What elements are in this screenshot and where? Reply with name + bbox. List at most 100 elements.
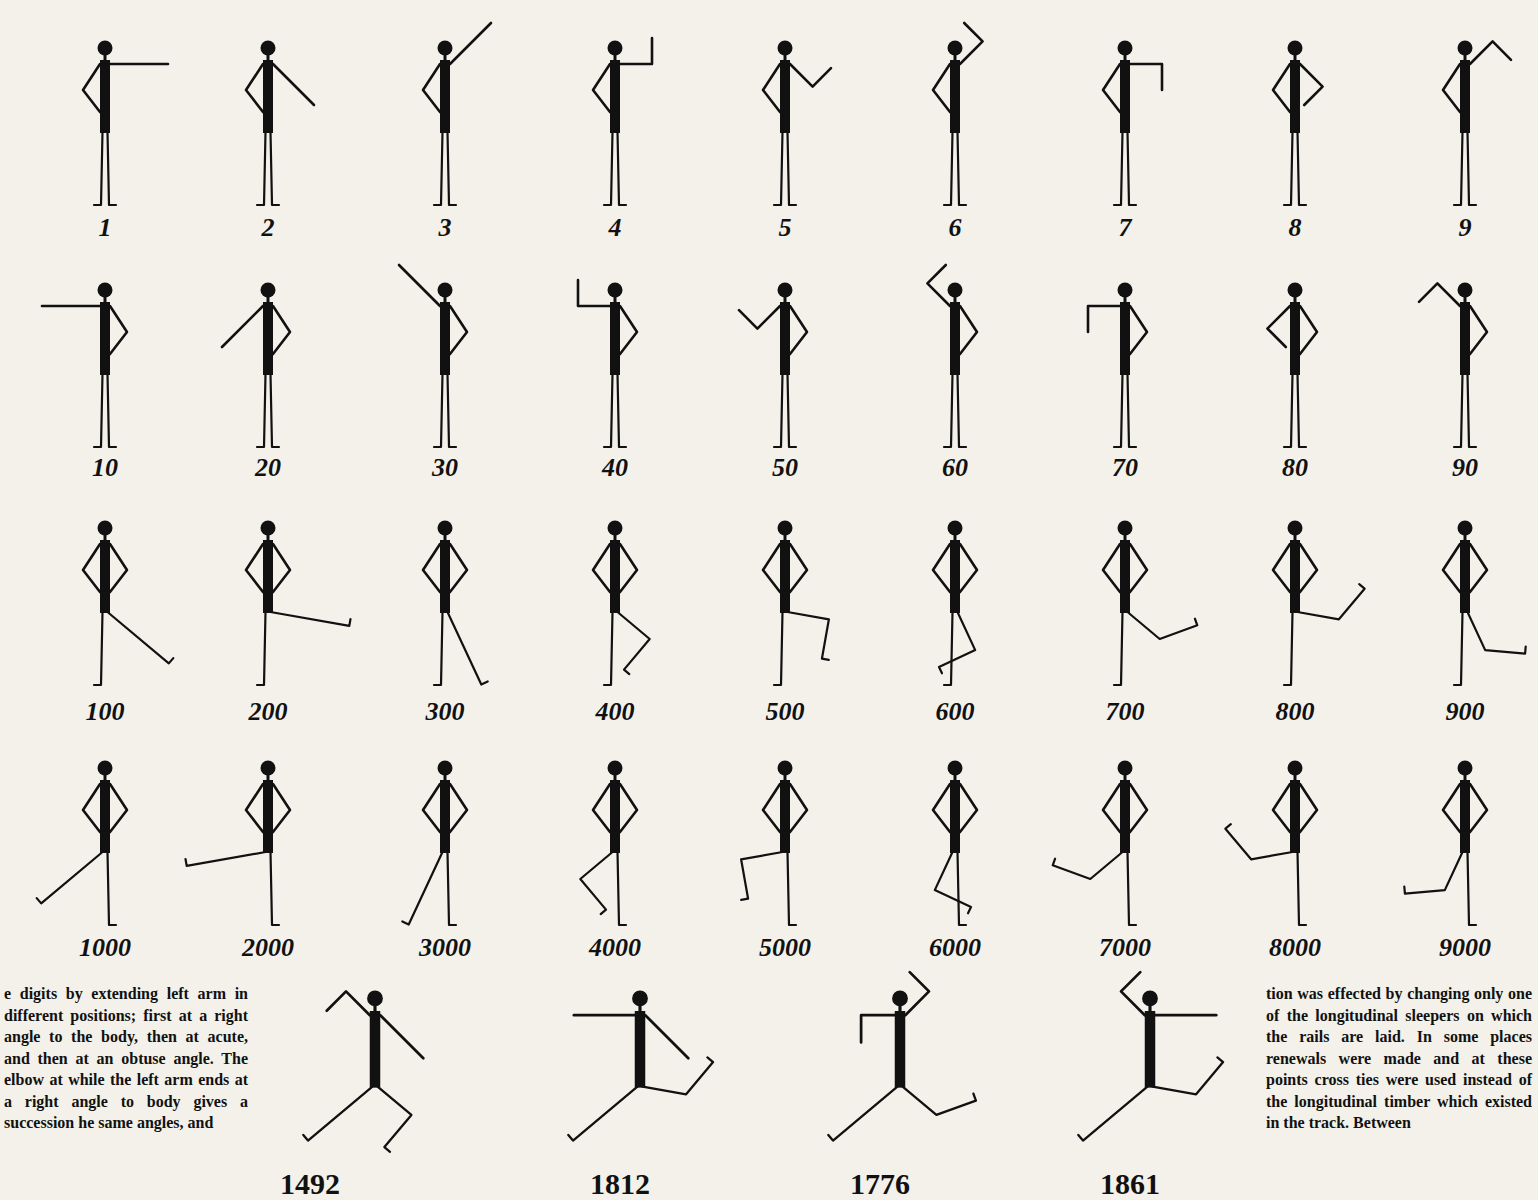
numeral-label: 80 (1282, 455, 1308, 481)
standing-leg (788, 132, 797, 205)
stick-figure (399, 265, 467, 447)
akimbo-arm (423, 544, 440, 592)
standing-leg (1114, 374, 1123, 447)
figure-head (778, 761, 793, 776)
standing-leg (271, 374, 280, 447)
signal-leg (1153, 1057, 1224, 1094)
figure-torso (1460, 780, 1470, 853)
figure-head (261, 521, 276, 536)
standing-leg (1468, 852, 1477, 925)
standing-leg (1468, 374, 1477, 447)
signal-leg (903, 1087, 976, 1115)
numeral-label: 8 (1289, 215, 1302, 241)
akimbo-arm (110, 306, 127, 354)
signal-arm (960, 23, 983, 64)
akimbo-arm (110, 784, 127, 832)
signal-arm (380, 1015, 423, 1058)
signal-leg (402, 852, 442, 925)
numeral-label: 1861 (1100, 1169, 1160, 1199)
standing-leg (1298, 374, 1307, 447)
standing-leg (1454, 374, 1463, 447)
numeral-label: 5 (779, 215, 792, 241)
akimbo-arm (246, 544, 263, 592)
akimbo-arm (1103, 784, 1120, 832)
stick-figure (1404, 761, 1487, 926)
standing-leg (94, 132, 103, 205)
standing-leg (108, 374, 117, 447)
figure-torso (780, 60, 790, 133)
numeral-label: 2 (262, 215, 275, 241)
signal-arm (1121, 972, 1145, 1015)
figure-head (261, 41, 276, 56)
numeral-label: 400 (596, 699, 635, 725)
numeral-label: 30 (432, 455, 458, 481)
standing-leg (1454, 132, 1463, 205)
standing-leg (604, 132, 613, 205)
akimbo-arm (593, 784, 610, 832)
standing-leg (1468, 132, 1477, 205)
akimbo-arm (273, 544, 290, 592)
standing-leg (788, 852, 797, 925)
figure-head (948, 521, 963, 536)
signal-arm (273, 64, 314, 105)
stick-figure (246, 41, 314, 206)
numeral-label: 100 (86, 699, 125, 725)
figure-torso (1120, 540, 1130, 613)
akimbo-arm (1300, 784, 1317, 832)
stick-figure (927, 265, 977, 447)
standing-leg (271, 852, 280, 925)
akimbo-arm (933, 784, 950, 832)
stick-figure (423, 521, 488, 686)
numeral-label: 4 (609, 215, 622, 241)
stick-figure (828, 972, 976, 1141)
signal-leg (788, 612, 829, 660)
standing-leg (944, 374, 953, 447)
signal-arm (1088, 306, 1120, 332)
numeral-label: 2000 (242, 935, 294, 961)
akimbo-arm (1443, 544, 1460, 592)
figure-head (438, 41, 453, 56)
figure-torso (263, 780, 273, 853)
signal-leg (37, 852, 103, 903)
signal-leg (580, 852, 612, 914)
signal-arm (42, 305, 100, 308)
akimbo-arm (933, 544, 950, 592)
akimbo-arm (620, 544, 637, 592)
akimbo-arm (273, 306, 290, 354)
signal-leg (618, 612, 650, 674)
standing-leg (604, 374, 613, 447)
figure-torso (263, 60, 273, 133)
signal-arm (450, 23, 491, 64)
figure-torso (440, 540, 450, 613)
standing-leg (958, 374, 967, 447)
standing-leg (604, 612, 613, 685)
figure-torso (950, 302, 960, 375)
stick-figure (186, 761, 291, 926)
figure-torso (610, 780, 620, 853)
figure-torso (1145, 1011, 1156, 1088)
standing-leg (271, 132, 280, 205)
figure-torso (100, 302, 110, 375)
standing-leg (788, 374, 797, 447)
numeral-label: 70 (1112, 455, 1138, 481)
akimbo-arm (593, 64, 610, 112)
akimbo-arm (1273, 784, 1290, 832)
standing-leg (944, 612, 953, 685)
figure-torso (1460, 302, 1470, 375)
standing-leg (434, 374, 443, 447)
standing-leg (1284, 612, 1293, 685)
stick-figure (739, 283, 807, 448)
signal-leg (448, 612, 488, 685)
signal-leg (935, 852, 971, 913)
standing-leg (1298, 852, 1307, 925)
signal-leg (568, 1087, 637, 1141)
signal-arm (1419, 283, 1460, 306)
figure-head (608, 761, 623, 776)
signal-arm (739, 306, 780, 329)
stick-figure (1273, 521, 1365, 686)
signal-leg (303, 1087, 372, 1141)
stick-figure (402, 761, 467, 926)
figure-torso (950, 60, 960, 133)
akimbo-arm (1103, 64, 1120, 112)
figure-head (608, 41, 623, 56)
